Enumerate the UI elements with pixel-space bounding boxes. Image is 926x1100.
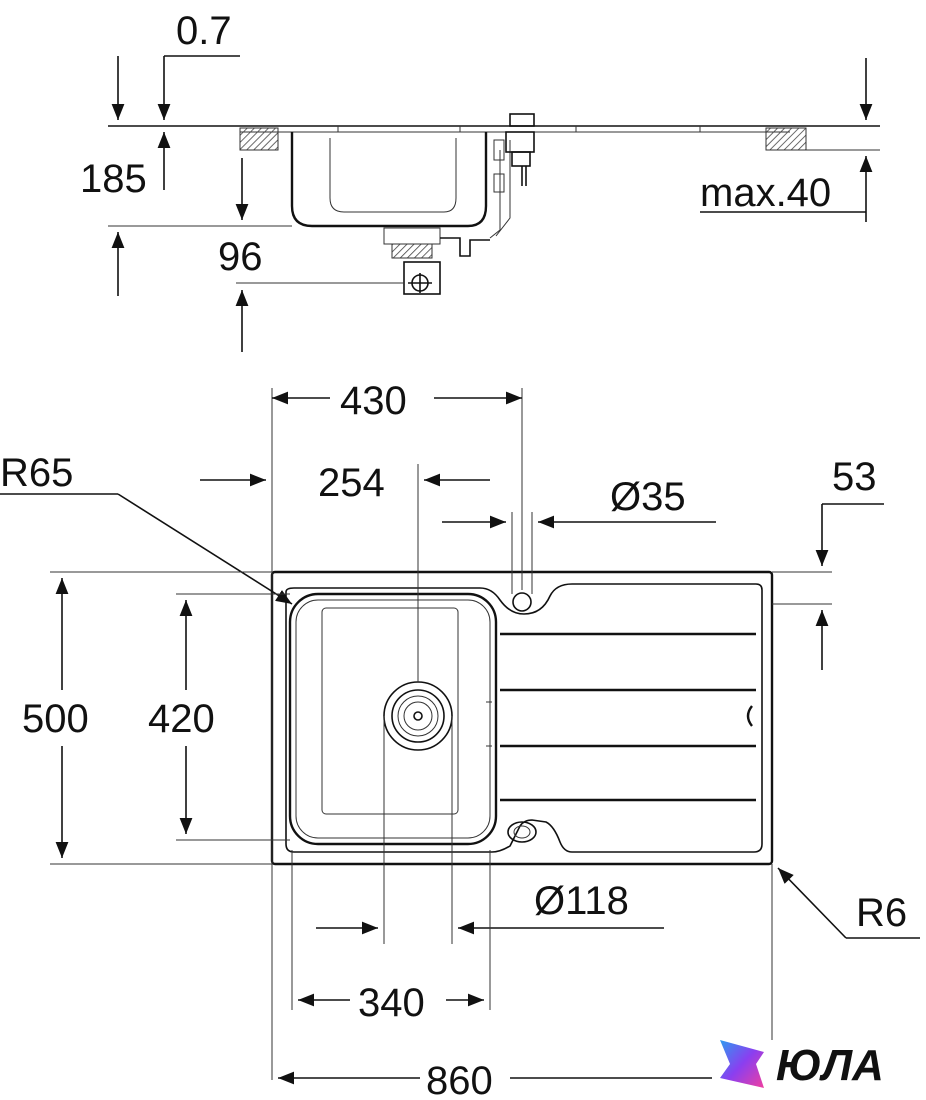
dim-bowl-420: 420 (148, 697, 215, 741)
dim-width-500: 500 (22, 697, 89, 741)
top-view: 430 R65 254 Ø35 53 500 420 (0, 379, 920, 1100)
dim-edge-53: 53 (832, 455, 877, 499)
dim-drain-depth: 96 (218, 235, 263, 279)
dim-gap: 0.7 (176, 9, 232, 53)
dim-length-860: 860 (426, 1059, 493, 1100)
dim-max-counter: max.40 (700, 171, 831, 215)
brand-name: ЮЛА (776, 1041, 884, 1090)
dim-radius-bowl: R65 (0, 451, 73, 495)
brand-logo: ЮЛА (720, 1040, 884, 1090)
dim-depth-total: 185 (80, 157, 147, 201)
dim-drain-118: Ø118 (534, 879, 629, 923)
dim-tap-hole: Ø35 (610, 475, 686, 519)
dim-offset-430: 430 (340, 379, 407, 423)
side-view: 0.7 185 96 max.40 (80, 9, 880, 352)
dim-offset-254: 254 (318, 461, 385, 505)
dim-radius-outer: R6 (856, 891, 907, 935)
dim-bowl-340: 340 (358, 981, 425, 1025)
brand-mark-icon (720, 1040, 764, 1088)
